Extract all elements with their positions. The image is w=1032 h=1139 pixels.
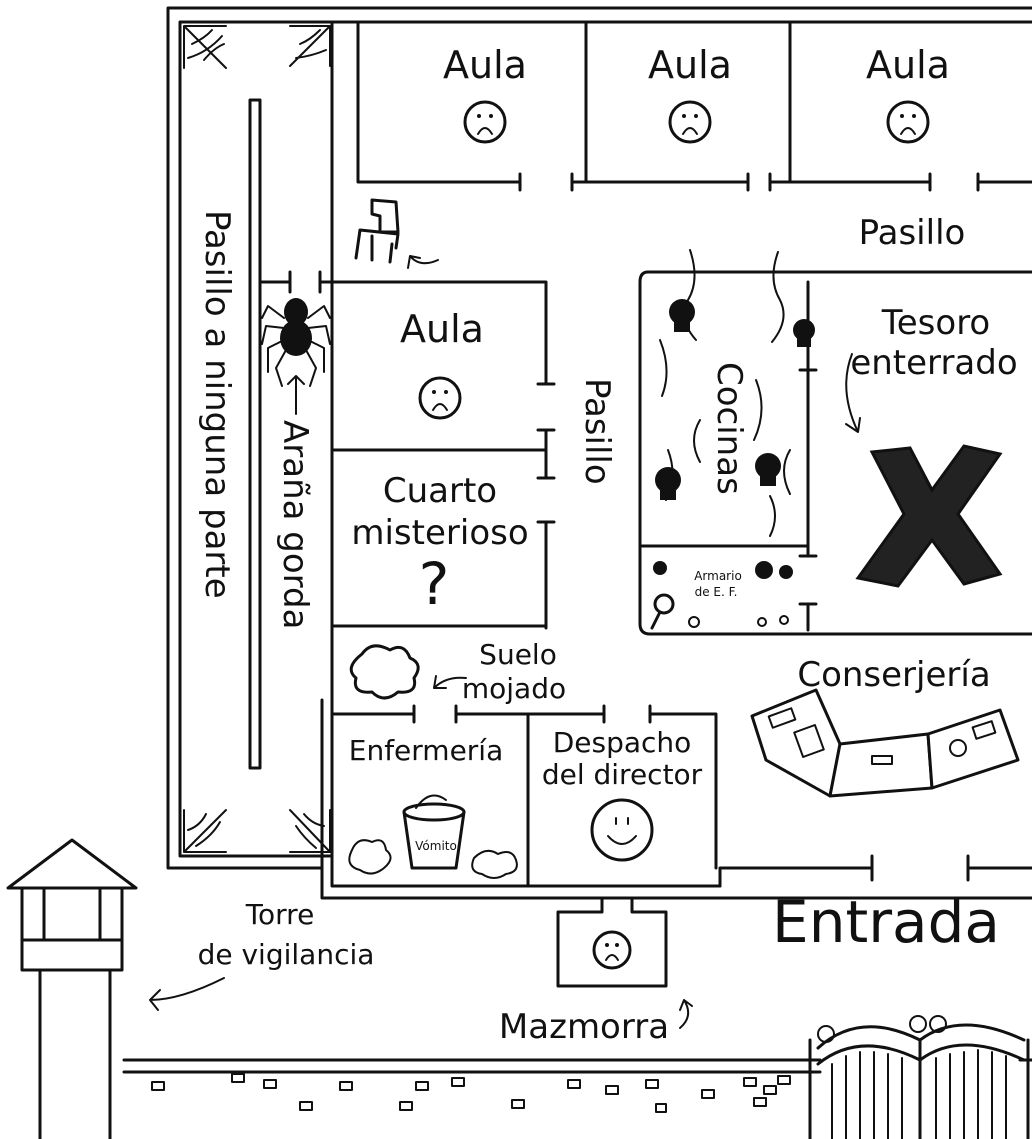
steam-icon — [659, 249, 791, 537]
school-fence — [122, 1058, 1032, 1074]
kitchen-block — [638, 270, 1032, 636]
classroom-label: Aula — [400, 307, 484, 351]
sad-face-icon — [592, 930, 632, 970]
office-label: Despacho — [553, 726, 692, 759]
puddle-icon — [348, 839, 392, 875]
middle-left-rooms — [330, 382, 718, 888]
skull-icon — [755, 453, 781, 486]
kitchens-label: Cocinas — [709, 362, 749, 495]
cobweb-icon — [289, 25, 331, 67]
corridor-label: Pasillo — [859, 213, 966, 253]
spider-label: Araña gorda — [275, 420, 315, 629]
classroom-label: Aula — [443, 43, 527, 87]
classroom-label: Aula — [648, 43, 732, 87]
question-mark: ? — [419, 550, 450, 618]
pe-closet-label: Armario — [694, 569, 742, 583]
treasure-label: Tesoro — [881, 303, 990, 343]
infirmary-label: Enfermería — [349, 734, 504, 767]
office-label: del director — [542, 758, 703, 791]
dead-end-corridor — [248, 98, 548, 770]
pe-closet-label: de E. F. — [695, 585, 738, 599]
gravel-path — [151, 1073, 791, 1113]
top-classrooms — [356, 20, 1032, 192]
happy-face-icon — [590, 798, 654, 862]
arrow-icon — [407, 255, 439, 269]
watchtower-label: de vigilancia — [198, 938, 375, 971]
racket-icon — [650, 593, 675, 630]
dungeon — [556, 896, 668, 988]
watchtower-label: Torre — [245, 898, 315, 931]
wet-floor-label: mojado — [462, 672, 566, 705]
skull-icon — [655, 467, 681, 500]
spider-icon — [261, 298, 331, 387]
arrow-icon — [845, 353, 861, 433]
dungeon-label: Mazmorra — [499, 1007, 669, 1047]
classroom-label: Aula — [866, 43, 950, 87]
gate-icon — [808, 1015, 1030, 1139]
bucket-icon — [402, 794, 466, 870]
treasure-label: enterrado — [850, 343, 1017, 383]
vomit-label: Vómito — [415, 839, 457, 853]
balls-icon — [653, 561, 793, 628]
puddle-icon — [349, 644, 420, 700]
cobweb-icon — [289, 809, 331, 853]
mystery-room-label: misterioso — [351, 513, 528, 553]
corridor-label: Pasillo — [577, 378, 617, 485]
watchtower-icon — [6, 838, 138, 1139]
arrow-icon — [679, 999, 693, 1029]
outer-walls — [166, 6, 1032, 900]
x-mark-icon — [855, 444, 1003, 588]
skull-icon — [669, 299, 695, 332]
sad-face-icon — [668, 100, 712, 144]
cobweb-icon — [183, 809, 227, 853]
puddle-icon — [471, 849, 518, 879]
janitor-label: Conserjería — [797, 655, 990, 695]
corridor-label: Pasillo a ninguna parte — [197, 210, 237, 599]
arrow-icon — [433, 675, 467, 689]
sad-face-icon — [463, 100, 507, 144]
chair-icon — [354, 198, 400, 264]
arrow-icon — [149, 977, 225, 1011]
skull-icon — [793, 319, 815, 347]
mystery-room-label: Cuarto — [383, 471, 497, 511]
entrance-label: Entrada — [772, 888, 1000, 956]
control-panel-icon — [750, 688, 1020, 798]
sad-face-icon — [886, 100, 930, 144]
wet-floor-label: Suelo — [479, 638, 557, 671]
sad-face-icon — [418, 376, 462, 420]
arrow-icon — [287, 375, 305, 415]
cobweb-icon — [183, 25, 227, 69]
